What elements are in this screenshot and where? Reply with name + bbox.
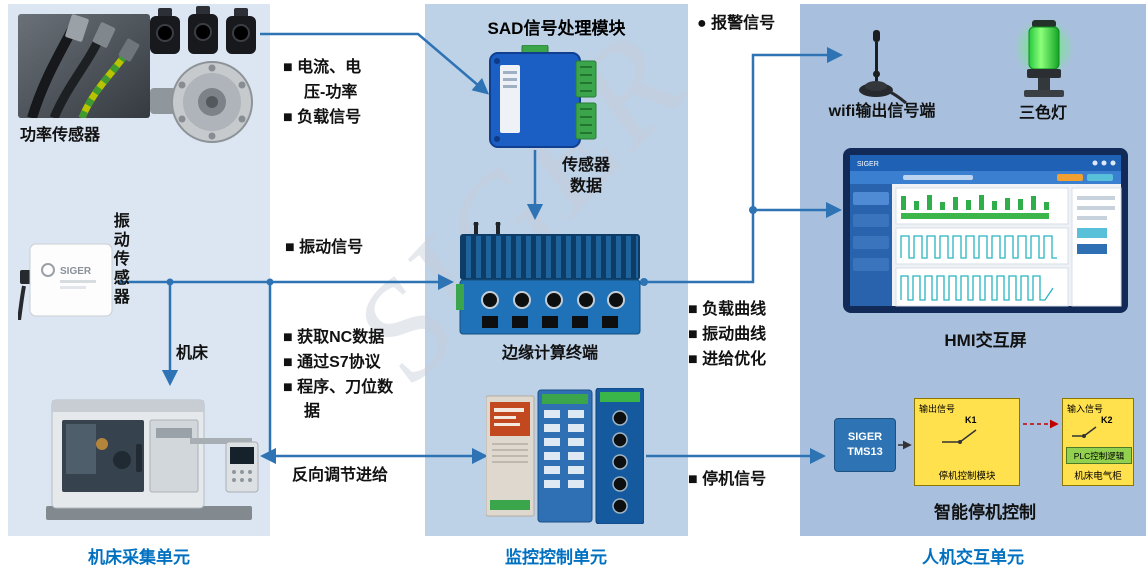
- wifi-antenna-icon: [859, 30, 907, 104]
- alarm-signal-label: ● 报警信号: [697, 15, 776, 32]
- machine-cabinet-box: 输入信号 K2 PLC控制逻辑 机床电气柜: [1062, 398, 1134, 486]
- flow-item-nc-data: ■ 获取NC数据: [283, 329, 385, 346]
- tricolor-light-label: 三色灯: [1018, 105, 1067, 122]
- flow-item-current-voltage: ■ 电流、电压-功率: [283, 59, 362, 101]
- arrow-power-to-sad: [260, 32, 490, 95]
- edge-terminal-label: 边缘计算终端: [501, 345, 598, 362]
- sensor-data-label: 传感器数据: [561, 157, 610, 195]
- edge-terminal-device: [456, 222, 641, 335]
- k2-label: K2: [1101, 415, 1113, 425]
- flow-hmi-curves: ■ 负载曲线 ■ 振动曲线 ■ 进给优化: [688, 298, 798, 372]
- flow-item-s7-protocol: ■ 通过S7协议: [283, 353, 381, 371]
- shutdown-module-box: 输出信号 K1 停机控制模块: [914, 398, 1020, 486]
- current-clamps-image: [150, 6, 256, 54]
- sad-module-device: [489, 45, 597, 148]
- wifi-output-label: wifi输出信号端: [828, 103, 936, 120]
- section-label-acquisition: 机床采集单元: [88, 548, 190, 567]
- plc-logic-box: PLC控制逻辑: [1066, 447, 1132, 464]
- flow-item-load-curve: ■ 负载曲线: [688, 301, 767, 318]
- cnc-machine-image: [46, 399, 259, 520]
- flow-nc-data: ■ 获取NC数据 ■ 通过S7协议 ■ 程序、刀位数据: [283, 326, 395, 425]
- machine-label: 机床: [176, 345, 209, 362]
- shutdown-module-caption: 停机控制模块: [938, 471, 996, 482]
- hmi-screen: SIGER: [843, 148, 1128, 313]
- input-signal-label: 输入信号: [1067, 404, 1104, 414]
- reverse-feed-label: 反向调节进给: [292, 467, 389, 484]
- machine-cabinet-caption: 机床电气柜: [1074, 471, 1122, 482]
- flow-item-program-tool: ■ 程序、刀位数据: [283, 378, 394, 421]
- controller-line2: TMS13: [847, 446, 883, 458]
- sad-module-title: SAD信号处理模块: [487, 19, 626, 38]
- flow-item-feed-optimization: ■ 进给优化: [688, 350, 767, 368]
- flow-item-load-signal: ■ 负载信号: [283, 108, 362, 126]
- hmi-screen-label: HMI交互屏: [944, 331, 1027, 350]
- k1-label: K1: [965, 415, 977, 425]
- vibration-sensor-label: 振动传感器: [110, 212, 128, 307]
- power-sensor-photo: [18, 14, 150, 118]
- shutdown-control-label: 智能停机控制: [934, 503, 1036, 522]
- vibration-sensor-device: SIGER: [18, 243, 113, 320]
- section-label-interaction: 人机交互单元: [922, 548, 1024, 567]
- controller-line1: SIGER: [847, 431, 883, 444]
- section-label-monitoring: 监控控制单元: [505, 548, 607, 567]
- hmi-brand-text: SIGER: [857, 161, 879, 168]
- arrow-edge-to-wifi: [642, 46, 844, 284]
- flow-item-vibration-curve: ■ 振动曲线: [688, 325, 767, 343]
- vibration-sensor-brand: SIGER: [60, 266, 92, 277]
- spindle-image: [150, 61, 253, 143]
- stop-signal-label: ■ 停机信号: [688, 471, 767, 488]
- flow-power-signals: ■ 电流、电压-功率 ■ 负载信号: [283, 56, 381, 130]
- power-sensor-label: 功率传感器: [20, 127, 101, 144]
- flow-vibration-signal: ■ 振动信号: [285, 239, 364, 256]
- output-signal-label: 输出信号: [919, 404, 956, 414]
- shutdown-controller-box: SIGER TMS13: [834, 418, 896, 472]
- plc-devices-image: [486, 388, 644, 524]
- tricolor-light-icon: [1014, 18, 1074, 97]
- shutdown-diagram: SIGER TMS13 输出信号 K1 停机控制模块 输入信号 K2 PLC控制…: [826, 392, 1138, 496]
